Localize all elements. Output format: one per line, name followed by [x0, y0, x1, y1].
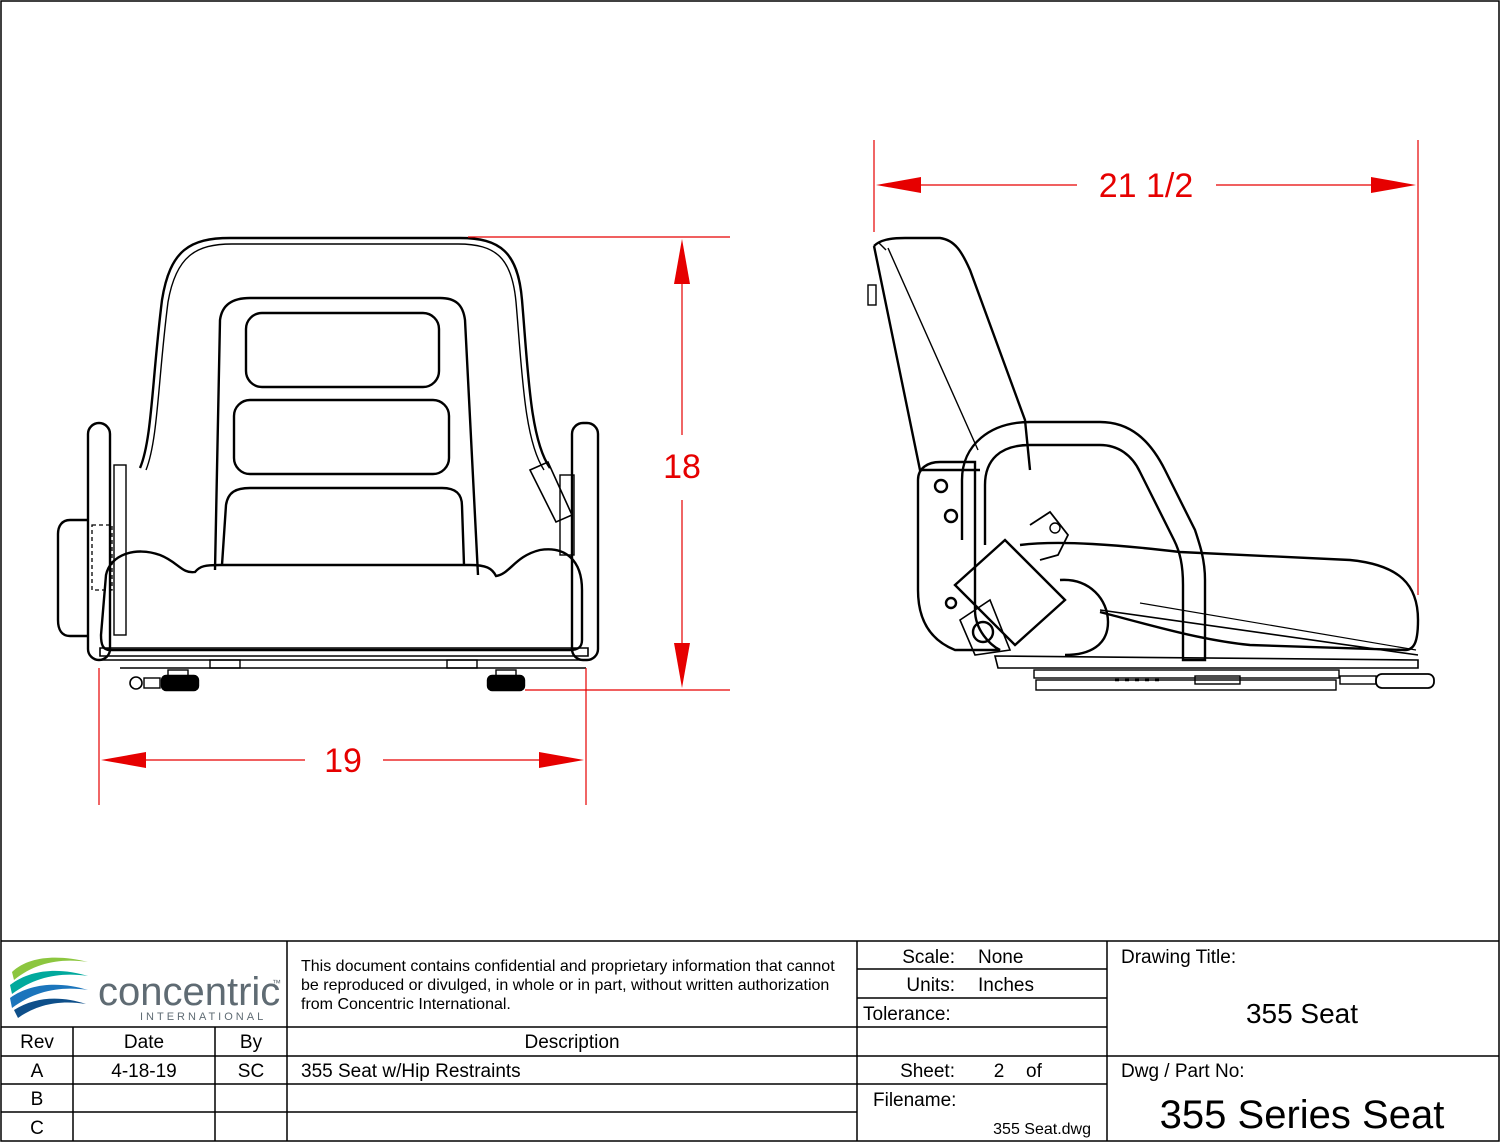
- sheet-label: Sheet:: [900, 1061, 955, 1082]
- rev-cell: B: [31, 1089, 44, 1110]
- dimension-lines: [98, 140, 1419, 805]
- units-value: Inches: [978, 975, 1034, 996]
- logo-wordmark: concentric: [98, 970, 280, 1014]
- logo-tm: ™: [272, 978, 281, 988]
- drawing-title: 355 Seat: [1246, 998, 1358, 1029]
- side-view-seat: [867, 236, 1435, 691]
- sheet-value: 2: [994, 1061, 1005, 1082]
- company-logo: concentric ™ INTERNATIONAL: [10, 957, 281, 1023]
- by-cell: SC: [238, 1061, 264, 1082]
- logo-subtitle: INTERNATIONAL: [140, 1011, 266, 1023]
- sheet-of: of: [1026, 1061, 1043, 1082]
- revision-row-a: A 4-18-19 SC 355 Seat w/Hip Restraints: [31, 1061, 521, 1082]
- filename-label: Filename:: [873, 1090, 956, 1111]
- revision-row-c: C: [30, 1118, 44, 1139]
- arrow-left-icon: [101, 752, 146, 768]
- rev-cell: C: [30, 1118, 44, 1139]
- drawing-title-label: Drawing Title:: [1121, 947, 1236, 968]
- description-cell: 355 Seat w/Hip Restraints: [301, 1061, 521, 1082]
- arrow-up-icon: [674, 239, 690, 284]
- filename-value: 355 Seat.dwg: [993, 1121, 1091, 1138]
- date-header: Date: [124, 1032, 164, 1053]
- scale-label: Scale:: [902, 947, 955, 968]
- notice-line-1: This document contains confidential and …: [301, 958, 835, 975]
- arrow-down-icon: [674, 643, 690, 688]
- notice-line-2: be reproduced or divulged, in whole or i…: [301, 977, 829, 994]
- scale-value: None: [978, 947, 1023, 968]
- part-no: 355 Series Seat: [1160, 1093, 1445, 1137]
- units-label: Units:: [906, 975, 955, 996]
- tolerance-label: Tolerance:: [863, 1004, 951, 1025]
- arrow-right-icon: [1371, 177, 1416, 193]
- rev-cell: A: [31, 1061, 44, 1082]
- dimension-depth-label: 21 1/2: [1099, 167, 1194, 205]
- revision-row-b: B: [31, 1089, 44, 1110]
- by-header: By: [240, 1032, 263, 1053]
- date-cell: 4-18-19: [111, 1061, 177, 1082]
- notice-line-3: from Concentric International.: [301, 996, 511, 1013]
- arrow-right-icon: [539, 752, 584, 768]
- part-no-label: Dwg / Part No:: [1121, 1061, 1245, 1082]
- description-header: Description: [524, 1032, 619, 1053]
- arrow-left-icon: [876, 177, 921, 193]
- dimension-height-label: 18: [663, 448, 701, 486]
- rev-header: Rev: [20, 1032, 54, 1053]
- front-view-seat: [56, 236, 600, 692]
- dimension-width-label: 19: [324, 742, 362, 780]
- title-block: [1, 940, 1499, 1141]
